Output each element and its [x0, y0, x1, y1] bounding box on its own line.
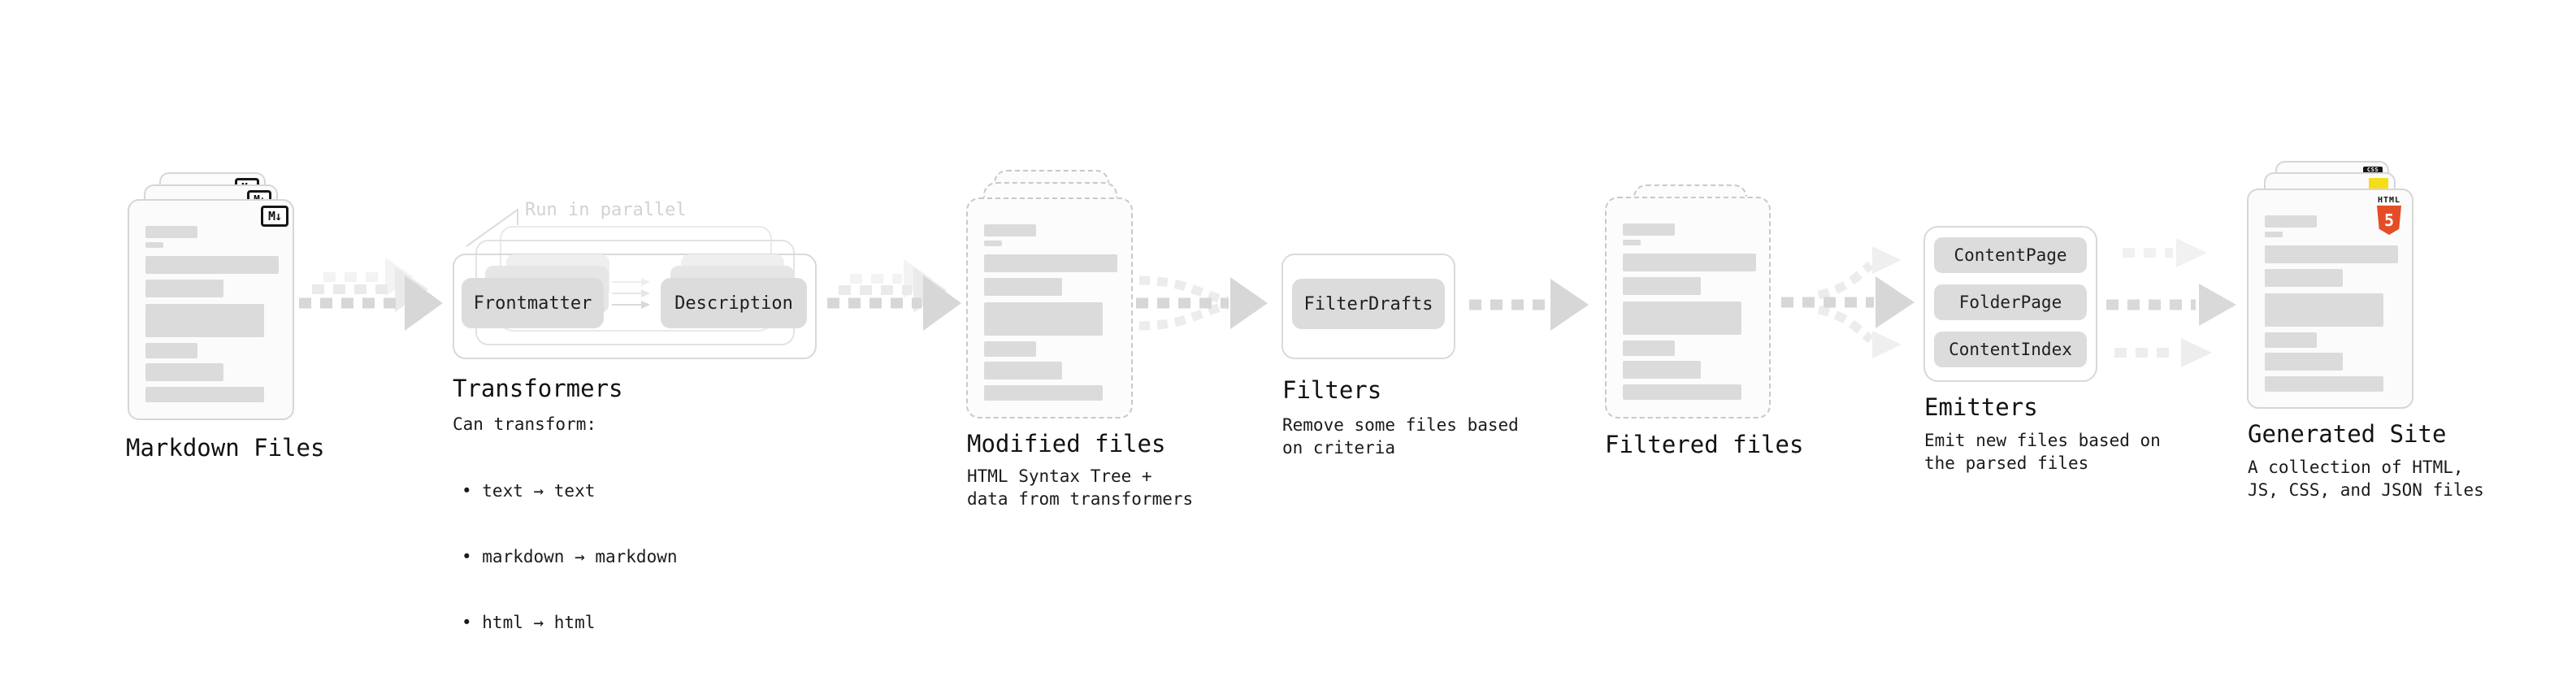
text-line-placeholder [145, 343, 197, 358]
pill-text: ContentIndex [1949, 340, 2072, 359]
text-line-placeholder [984, 385, 1103, 401]
arrow-modified-to-filters-converge [1136, 275, 1268, 331]
text-line-placeholder [145, 226, 197, 238]
transformer-pill-frontmatter: Frontmatter [462, 278, 604, 328]
text-line-placeholder [2265, 293, 2383, 327]
text-line-placeholder [984, 241, 1002, 246]
pill-text: ContentPage [1954, 245, 2067, 265]
generated-page-front: HTML 5 [2247, 189, 2413, 409]
transformer-box-front [453, 254, 817, 359]
text-line-placeholder [145, 242, 163, 248]
transformer-pill-description: Description [661, 278, 807, 328]
text-line-placeholder [145, 363, 223, 381]
text-line-placeholder [1623, 361, 1701, 379]
stage-label-filters: Filters [1282, 376, 1382, 404]
text-line-placeholder [1623, 254, 1756, 271]
transformers-note-heading: Can transform: [453, 414, 597, 434]
stage-label-filtered-files: Filtered files [1605, 431, 1804, 458]
text-line-placeholder [145, 280, 223, 297]
filters-description: Remove some files based on criteria [1282, 415, 1519, 458]
text-line-placeholder [1623, 277, 1701, 295]
text-line-placeholder [984, 254, 1117, 272]
emitter-pill-contentpage: ContentPage [1934, 237, 2087, 273]
pill-text: Description [674, 293, 793, 314]
text-line-placeholder [1623, 340, 1675, 356]
text-line-placeholder [145, 304, 264, 337]
arrow-filtered-to-emitters-diverge [1781, 246, 1915, 358]
filtered-page-front [1605, 197, 1771, 419]
text-line-placeholder [2265, 332, 2317, 348]
text-line-placeholder [2265, 353, 2343, 371]
html5-logo-shield: 5 [2377, 206, 2401, 235]
pill-text: FolderPage [1958, 293, 2062, 312]
modified-files-description: HTML Syntax Tree + data from transformer… [967, 466, 1194, 509]
modified-page-front [966, 197, 1133, 419]
text-line-placeholder [2265, 269, 2343, 287]
html5-logo-icon: HTML 5 [2376, 196, 2402, 235]
bullet-item: • html → html [462, 613, 596, 632]
pill-text: FilterDrafts [1303, 293, 1433, 314]
text-line-placeholder [984, 224, 1036, 236]
text-line-placeholder [984, 278, 1062, 296]
run-in-parallel-annotation: Run in parallel [525, 200, 687, 220]
html5-logo-word: HTML [2377, 196, 2401, 205]
bullet-item: • markdown → markdown [462, 547, 678, 566]
stage-label-transformers: Transformers [453, 375, 623, 402]
emitters-description: Emit new files based on the parsed files [1924, 431, 2161, 473]
text-line-placeholder [984, 341, 1036, 357]
filters-box [1281, 254, 1455, 359]
bullet-item: • text → text [462, 481, 596, 501]
markdown-logo-icon: M↓ [261, 206, 288, 227]
markdown-logo-text: M↓ [267, 209, 282, 223]
text-line-placeholder [1623, 223, 1675, 236]
text-line-placeholder [2265, 376, 2383, 392]
stage-label-modified-files: Modified files [967, 430, 1166, 458]
transformers-bullet-list: • text → text • markdown → markdown • ht… [462, 436, 678, 678]
arrow-markdown-to-transformers [299, 258, 443, 331]
pill-text: Frontmatter [473, 293, 592, 314]
stage-label-markdown-files: Markdown Files [126, 434, 325, 462]
js-logo-icon [2369, 178, 2388, 190]
generated-site-description: A collection of HTML, JS, CSS, and JSON … [2248, 458, 2484, 500]
text-line-placeholder [2265, 232, 2283, 237]
text-line-placeholder [1623, 301, 1741, 335]
html5-logo-number: 5 [2383, 210, 2395, 230]
css-logo-text: CSS [2363, 167, 2383, 174]
text-line-placeholder [984, 362, 1062, 380]
stage-label-generated-site: Generated Site [2248, 420, 2447, 448]
text-line-placeholder [2265, 245, 2398, 263]
arrow-filters-to-filtered [1469, 279, 1589, 331]
emitters-box [1923, 226, 2097, 382]
markdown-page-front: M↓ [128, 199, 294, 420]
emitter-pill-folderpage: FolderPage [1934, 284, 2087, 320]
text-line-placeholder [2265, 215, 2317, 228]
text-line-placeholder [984, 302, 1103, 336]
text-line-placeholder [145, 256, 279, 274]
stage-label-emitters: Emitters [1924, 393, 2038, 421]
text-line-placeholder [145, 387, 264, 402]
filter-pill-filterdrafts: FilterDrafts [1292, 279, 1445, 329]
arrow-transformers-to-modified [827, 259, 961, 331]
text-line-placeholder [1623, 240, 1641, 245]
arrows-emitters-to-generated [2106, 238, 2236, 367]
emitter-pill-contentindex: ContentIndex [1934, 332, 2087, 367]
text-line-placeholder [1623, 384, 1741, 400]
